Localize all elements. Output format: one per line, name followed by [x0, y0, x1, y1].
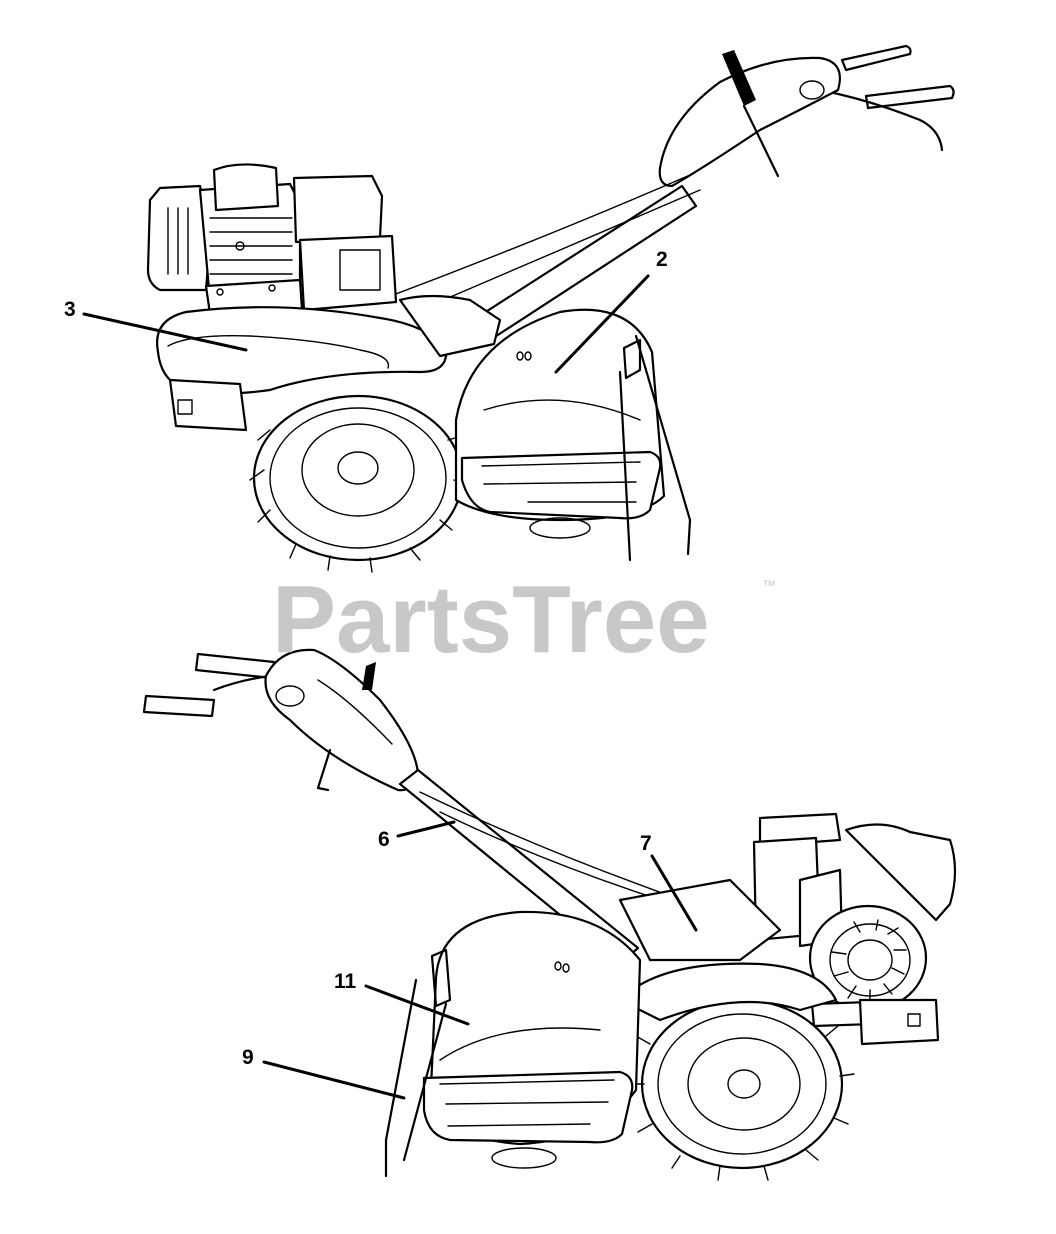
- wheel-bottom: [629, 998, 855, 1181]
- callout-3-label: 3: [64, 298, 76, 321]
- callout-7: 7: [640, 832, 698, 932]
- callout-2-label: 2: [656, 248, 668, 271]
- handle-grips-top: [818, 44, 955, 152]
- lever-grip-bottom: [362, 662, 376, 690]
- callout-3: 3: [64, 298, 248, 352]
- handle-tube-bottom: [398, 768, 640, 966]
- callout-11-leader: [364, 984, 470, 1026]
- tiller-top-view: [146, 44, 955, 573]
- callout-2-leader: [554, 274, 650, 374]
- callout-11: 11: [334, 970, 470, 1026]
- engine-top: [146, 163, 398, 316]
- callout-9: 9: [242, 1046, 406, 1100]
- callout-3-leader: [82, 312, 248, 352]
- lever-grip-top: [722, 50, 756, 106]
- callout-9-label: 9: [242, 1046, 254, 1069]
- callout-6-label: 6: [378, 828, 390, 851]
- callout-7-label: 7: [640, 832, 652, 855]
- tiller-bottom-view: [142, 648, 957, 1181]
- wheel-top: [249, 394, 469, 573]
- callout-9-leader: [262, 1060, 406, 1100]
- callout-2: 2: [554, 248, 668, 374]
- callout-11-label: 11: [334, 970, 357, 993]
- watermark-text: PartsTree: [272, 566, 710, 673]
- callout-6: 6: [378, 820, 456, 851]
- engine-hood-top: [156, 306, 448, 395]
- handle-grips-bottom: [142, 652, 276, 718]
- callout-6-leader: [396, 820, 456, 838]
- callout-7-leader: [650, 854, 698, 932]
- handle-housing-top: [658, 56, 841, 188]
- watermark-trademark: ™: [762, 577, 776, 593]
